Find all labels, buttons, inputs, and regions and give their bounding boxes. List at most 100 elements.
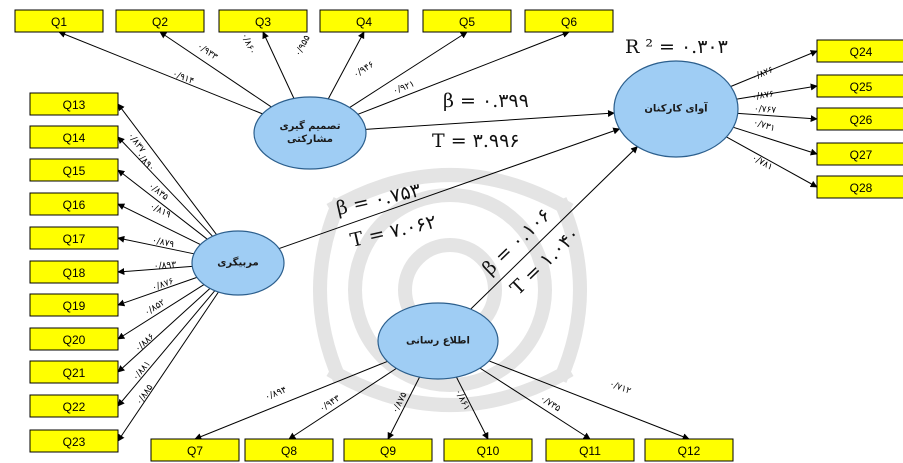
indicator-label-q1: Q1 xyxy=(51,15,67,29)
loading-arrow-q13 xyxy=(117,103,218,235)
loading-value-q27: ۰/۷۳۱ xyxy=(752,118,776,134)
loading-arrow-q2 xyxy=(159,31,272,108)
loading-value-q18: ۰/۸۹۳ xyxy=(153,260,176,272)
indicator-label-q3: Q3 xyxy=(255,15,271,29)
indicator-box-q25 xyxy=(816,74,903,98)
indicator-box-q8 xyxy=(244,438,334,462)
indicator-label-q5: Q5 xyxy=(459,15,475,29)
loading-arrow-q9 xyxy=(387,376,420,440)
indicator-box-q27 xyxy=(816,142,903,166)
indicator-label-q22: Q22 xyxy=(63,400,86,414)
loading-value-q1: ۰/۹۱۴ xyxy=(171,69,196,87)
loading-arrow-q18 xyxy=(117,265,193,276)
loading-arrow-q8 xyxy=(288,367,397,440)
indicator-label-q13: Q13 xyxy=(63,98,86,112)
loading-arrow-q27 xyxy=(733,126,818,156)
loading-value-q4: ۰/۹۵۵ xyxy=(293,34,312,59)
indicator-box-q15 xyxy=(29,158,119,182)
indicator-label-q10: Q10 xyxy=(477,444,500,458)
indicator-box-q21 xyxy=(29,360,119,384)
indicator-label-q26: Q26 xyxy=(850,113,873,127)
loading-value-q5: ۰/۹۴۶ xyxy=(352,60,376,81)
indicator-box-q28 xyxy=(816,175,903,199)
loading-value-q26: ۰/۷۶۷ xyxy=(753,104,776,116)
construct-label-decision: مشارکتی xyxy=(287,134,333,145)
indicator-box-q12 xyxy=(644,438,734,462)
loading-value-q21: ۰/۸۸۶ xyxy=(133,332,156,355)
loading-arrow-q5 xyxy=(349,31,468,108)
construct-label-coaching: مربیگری xyxy=(217,256,258,269)
loading-arrow-q28 xyxy=(726,136,818,188)
loading-arrow-q12 xyxy=(488,360,690,440)
loading-value-q13: ۰/۸۳۷ xyxy=(125,131,147,155)
loading-value-q8: ۰/۹۴۳ xyxy=(318,394,342,415)
loading-arrow-q22 xyxy=(117,290,216,407)
construct-decision xyxy=(253,96,367,170)
indicator-box-q9 xyxy=(343,438,433,462)
indicator-box-q20 xyxy=(29,327,119,351)
indicator-label-q17: Q17 xyxy=(63,232,86,246)
indicator-label-q8: Q8 xyxy=(281,444,297,458)
loading-value-q16: ۰/۸۱۹ xyxy=(148,202,173,221)
indicator-box-q5 xyxy=(422,9,512,33)
construct-voice xyxy=(613,60,739,158)
indicator-label-q25: Q25 xyxy=(850,80,873,94)
construct-label-decision: تصمیم گیری xyxy=(279,119,340,132)
path-coaching-to-voice xyxy=(278,127,621,250)
loading-arrow-q21 xyxy=(117,288,211,373)
loading-value-q6: ۰/۹۲۱ xyxy=(392,79,416,96)
loading-arrow-q1 xyxy=(58,31,263,115)
indicator-box-q24 xyxy=(816,39,903,63)
construct-coaching xyxy=(191,230,285,296)
construct-info xyxy=(377,302,499,380)
constructs-layer: تصمیم گیری مشارکتی آوای کارکنان مربیگری اطلا… xyxy=(191,60,739,380)
edges-layer xyxy=(58,31,818,442)
indicator-box-q22 xyxy=(29,394,119,418)
indicator-box-q23 xyxy=(29,429,119,453)
loading-arrow-q7 xyxy=(194,360,388,440)
indicator-box-q26 xyxy=(816,107,903,131)
indicator-label-q23: Q23 xyxy=(63,435,86,449)
loading-value-q25: ۰/۸۷۶ xyxy=(751,89,775,103)
indicator-box-q4 xyxy=(319,9,409,33)
loading-value-q17: ۰/۸۷۹ xyxy=(151,236,175,250)
indicator-box-q11 xyxy=(545,438,635,462)
loading-value-q2: ۰/۹۳۳ xyxy=(195,42,219,63)
indicator-label-q18: Q18 xyxy=(63,266,86,280)
loading-value-q3: ۰/۸۶۰ xyxy=(239,32,258,57)
indicator-box-q2 xyxy=(115,9,205,33)
construct-label-voice: آوای کارکنان xyxy=(644,102,708,115)
loading-arrow-q11 xyxy=(479,367,591,440)
indicator-label-q20: Q20 xyxy=(63,333,86,347)
loading-arrow-q6 xyxy=(357,31,570,115)
construct-label-info: اطلاع رسانی xyxy=(406,336,470,347)
loading-arrow-q23 xyxy=(117,291,219,442)
indicator-label-q14: Q14 xyxy=(63,131,86,145)
loading-arrow-q24 xyxy=(730,50,818,87)
indicator-box-q18 xyxy=(29,260,119,284)
loading-arrow-q10 xyxy=(456,376,489,440)
loading-arrow-q19 xyxy=(117,276,198,307)
loading-arrow-q17 xyxy=(117,235,195,255)
indicator-box-q10 xyxy=(443,438,533,462)
indicator-box-q7 xyxy=(150,438,240,462)
indicator-label-q21: Q21 xyxy=(63,366,86,380)
loading-value-q7: ۰/۸۹۴ xyxy=(264,385,289,403)
indicator-label-q6: Q6 xyxy=(561,15,577,29)
loading-value-q11: ۰/۷۳۵ xyxy=(538,394,562,415)
indicator-box-q3 xyxy=(218,9,308,33)
loading-value-q22: ۰/۸۸۱ xyxy=(131,359,153,383)
indicator-label-q12: Q12 xyxy=(678,444,701,458)
loading-value-q12: ۰/۷۱۲ xyxy=(608,379,633,397)
loading-value-q19: ۰/۸۷۶ xyxy=(151,277,176,294)
r-squared-label: R ² = ۰.۳۰۳ xyxy=(625,36,728,58)
loading-value-q15: ۰/۸۳۵ xyxy=(146,181,170,203)
indicator-label-q9: Q9 xyxy=(380,444,396,458)
indicator-box-q16 xyxy=(29,192,119,216)
indicator-label-q11: Q11 xyxy=(579,444,601,458)
loading-value-q24: ۰/۸۲۶ xyxy=(751,65,776,83)
indicator-label-q15: Q15 xyxy=(63,164,86,178)
indicator-label-q27: Q27 xyxy=(850,148,873,162)
